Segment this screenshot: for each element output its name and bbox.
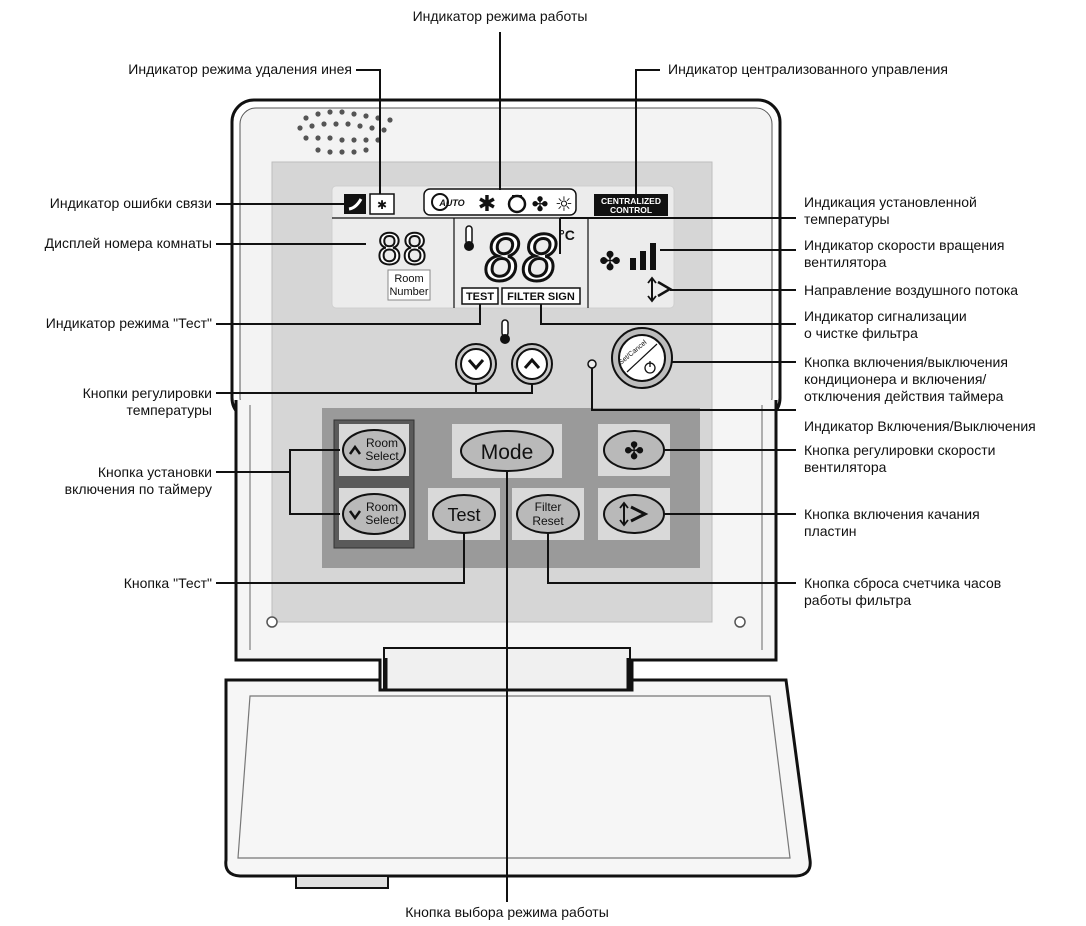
filter-reset-label-1: Filter	[535, 500, 562, 514]
dry-mode-icon	[507, 194, 527, 214]
leader-lines	[216, 32, 796, 902]
label-fan-speed-button-1: Кнопка регулировки скорости	[804, 442, 996, 458]
fan-mode-icon: ✤	[532, 192, 549, 216]
fan-icon: ✤	[624, 437, 644, 465]
svg-text:✱: ✱	[377, 198, 387, 212]
filter-sign-tag: FILTER SIGN	[501, 287, 581, 305]
room-number-digits: 88	[377, 225, 428, 274]
label-fan-speed-button-2: вентилятора	[804, 459, 887, 475]
label-filter-reset-1: Кнопка сброса счетчика часов	[804, 575, 1002, 591]
chevron-down-icon	[348, 510, 362, 521]
auto-mode-icon: AUTO	[431, 193, 465, 211]
label-power-button-1: Кнопка включения/выключения	[804, 354, 1008, 370]
label-temp-buttons-2: температуры	[126, 402, 212, 418]
label-set-temperature-2: температуры	[804, 211, 890, 227]
temperature-sensor-icon	[500, 319, 510, 344]
label-filter-sign-2: о чистке фильтра	[804, 325, 918, 341]
label-set-temperature-1: Индикация установленной	[804, 194, 977, 210]
fan-icon: ✤	[599, 247, 621, 277]
room-number-label-2: Number	[389, 286, 428, 298]
mode-button[interactable]: Mode	[452, 424, 562, 478]
centralized-text-2: CONTROL	[610, 205, 652, 215]
defrost-icon: ✱	[369, 193, 395, 215]
set-temperature-digits: 88	[485, 222, 560, 295]
centralized-control-badge: CENTRALIZED CONTROL	[594, 194, 668, 216]
onoff-led	[587, 359, 597, 369]
fan-speed-indicator: ✤	[599, 243, 656, 277]
operation-mode-icons: AUTO ✱ ✤ ☼	[423, 188, 577, 217]
auto-label: AUTO	[438, 198, 464, 208]
test-button-label: Test	[447, 505, 480, 525]
label-timer-set-1: Кнопка установки	[97, 464, 212, 480]
label-test-mode-indicator: Индикатор режима "Тест"	[45, 315, 212, 331]
label-test-button: Кнопка "Тест"	[123, 575, 212, 591]
screw	[266, 616, 278, 628]
label-defrost-indicator: Индикатор режима удаления инея	[128, 61, 352, 77]
mode-button-label: Mode	[481, 441, 534, 464]
room-select-up-button[interactable]: Room Select	[339, 424, 409, 476]
test-mode-tag: TEST	[461, 287, 499, 305]
label-comm-error-indicator: Индикатор ошибки связи	[49, 195, 212, 211]
room-select-up-label-2: Select	[365, 449, 399, 463]
label-onoff-indicator: Индикатор Включения/Выключения	[804, 418, 1036, 434]
comm-error-icon	[344, 194, 366, 214]
label-filter-reset-2: работы фильтра	[804, 592, 912, 608]
label-fan-speed-indicator-1: Индикатор скорости вращения	[804, 237, 1005, 253]
label-power-button-3: отключения действия таймера	[804, 388, 1004, 404]
fan-speed-button[interactable]: ✤	[598, 424, 670, 476]
test-button[interactable]: Test	[428, 488, 500, 540]
thermometer-icon	[464, 225, 474, 251]
screw	[734, 616, 746, 628]
temp-down-button[interactable]	[455, 343, 497, 385]
room-select-down-label-2: Select	[365, 513, 399, 527]
centralized-text-1: CENTRALIZED	[601, 196, 661, 206]
label-operation-mode-indicator: Индикатор режима работы	[412, 8, 588, 24]
swing-button[interactable]	[598, 488, 670, 540]
temperature-unit: °C	[559, 227, 575, 243]
label-power-button-2: кондиционера и включения/	[804, 371, 987, 387]
label-swing-button-1: Кнопка включения качания	[804, 506, 980, 522]
label-room-number-display: Дисплей номера комнаты	[44, 235, 212, 251]
filter-sign-text: FILTER SIGN	[507, 291, 575, 303]
room-number-label-1: Room	[394, 273, 423, 285]
label-fan-speed-indicator-2: вентилятора	[804, 254, 887, 270]
label-centralized-indicator: Индикатор централизованного управления	[668, 61, 948, 77]
label-timer-set-2: включения по таймеру	[64, 481, 212, 497]
label-mode-button: Кнопка выбора режима работы	[405, 904, 609, 920]
label-swing-button-2: пластин	[804, 523, 857, 539]
cool-mode-icon: ✱	[478, 192, 496, 217]
room-select-down-label-1: Room	[366, 500, 398, 514]
chevron-down-icon	[467, 359, 485, 371]
power-set-cancel-button[interactable]: Set/Cancel	[611, 327, 673, 389]
swing-icon	[619, 501, 649, 527]
label-temp-buttons-1: Кнопки регулировки	[82, 385, 212, 401]
filter-reset-label-2: Reset	[532, 514, 564, 528]
test-tag-text: TEST	[466, 291, 494, 303]
heat-mode-icon: ☼	[555, 192, 573, 216]
room-select-up-label-1: Room	[366, 436, 398, 450]
chevron-up-icon	[348, 444, 362, 455]
label-filter-sign-1: Индикатор сигнализации	[804, 308, 967, 324]
label-airflow-direction: Направление воздушного потока	[804, 282, 1019, 298]
chevron-up-icon	[523, 357, 541, 369]
room-select-down-button[interactable]: Room Select	[339, 488, 409, 540]
temp-up-button[interactable]	[511, 343, 553, 385]
filter-reset-button[interactable]: Filter Reset	[512, 488, 584, 540]
